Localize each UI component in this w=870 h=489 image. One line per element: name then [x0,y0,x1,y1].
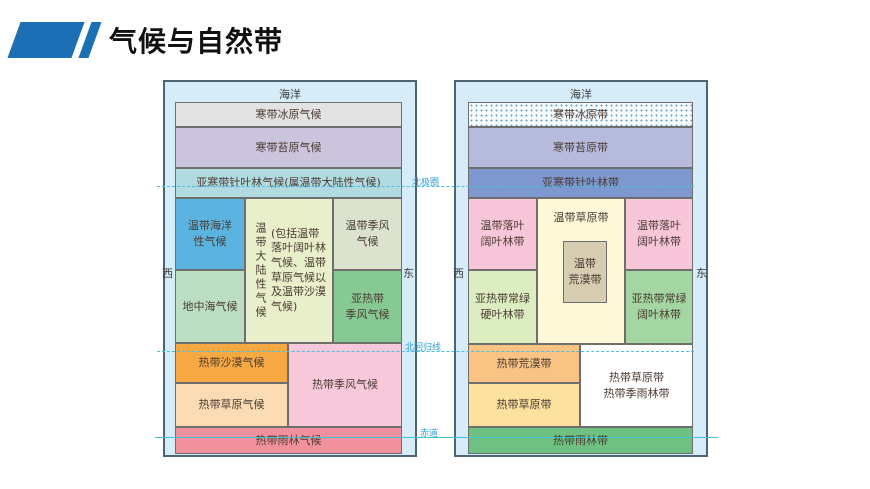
west-label: 西 [453,267,464,280]
zone-tropical-desert-climate: 热带沙漠气候 [175,343,288,383]
title-bar: 气候与自然带 [2,21,283,58]
temperate-steppe-label: 温带草原带 [553,211,609,224]
temperate-continental-vertical-label: 温带大陆性气候 [253,221,267,320]
zone-subtropical-monsoon-climate: 亚热带 季风气候 [333,270,402,343]
zone-evergreen-broadleaf-band: 亚热带常绿 阔叶林带 [625,270,693,344]
ocean-label: 海洋 [570,88,592,101]
zone-subarctic-conifer-climate: 亚寒带针叶林气候(属温带大陆性气候) [175,168,402,198]
zone-polar-ice-sheet-band: 寒带冰原带 [468,102,693,127]
equator-line [155,437,718,438]
climate-diagram-panel: 海洋 西 东 寒带冰原气候 寒带苔原气候 亚寒带针叶林气候(属温带大陆性气候) … [162,80,417,457]
arctic-circle-label: 北极圈 [412,178,440,188]
zone-deciduous-broadleaf-east-band: 温带落叶 阔叶林带 [625,198,693,270]
zone-mediterranean-climate: 地中海气候 [175,270,245,343]
zone-tropical-rainforest-band: 热带雨林带 [468,427,693,454]
ocean-label: 海洋 [279,88,301,101]
west-label: 西 [162,267,173,280]
zone-tropical-monsoon-climate: 热带季风气候 [288,343,402,427]
zone-temperate-desert-band: 温带 荒漠带 [563,241,607,303]
zone-subarctic-conifer-band: 亚寒带针叶林带 [468,168,693,198]
natural-zone-diagram-panel: 海洋 西 东 寒带冰原带 寒带苔原带 亚寒带针叶林带 温带落叶 阔叶林带 亚热带… [453,80,708,457]
page-title: 气候与自然带 [109,24,284,58]
zone-tropical-rainforest-climate: 热带雨林气候 [175,427,402,454]
zone-tundra-band: 寒带苔原带 [468,127,693,168]
zone-temperate-continental-climate: 温带大陆性气候 (包括温带 落叶阔叶林 气候、温带 草原气候以 及温带沙漠 气候… [245,198,333,343]
zone-polar-ice-cap-climate: 寒带冰原气候 [175,102,402,127]
tropic-of-cancer-line [157,351,694,352]
zone-tropical-desert-band: 热带荒漠带 [468,344,580,383]
zone-temperate-monsoon-climate: 温带季风 气候 [333,198,402,270]
zone-tropical-savanna-monsoon-forest-band: 热带草原带 热带季雨林带 [580,344,693,427]
title-logo-parallelogram [7,21,85,58]
zone-temperate-steppe-band: 温带草原带 温带 荒漠带 [537,198,625,344]
equator-label: 赤道 [420,429,439,439]
tropic-of-cancer-label: 北回归线 [405,343,442,353]
zone-tundra-climate: 寒带苔原气候 [175,127,402,168]
east-label: 东 [403,267,414,280]
zone-deciduous-broadleaf-west-band: 温带落叶 阔叶林带 [468,198,537,270]
zone-evergreen-sclerophyll-band: 亚热带常绿 硬叶林带 [468,270,537,344]
zone-tropical-savanna-climate: 热带草原气候 [175,383,288,427]
temperate-continental-note: (包括温带 落叶阔叶林 气候、温带 草原气候以 及温带沙漠 气候) [270,226,326,313]
zone-temperate-maritime-climate: 温带海洋 性气候 [175,198,245,270]
arctic-circle-line [157,186,694,187]
east-label: 东 [696,267,707,280]
zone-tropical-savanna-west-band: 热带草原带 [468,383,580,427]
